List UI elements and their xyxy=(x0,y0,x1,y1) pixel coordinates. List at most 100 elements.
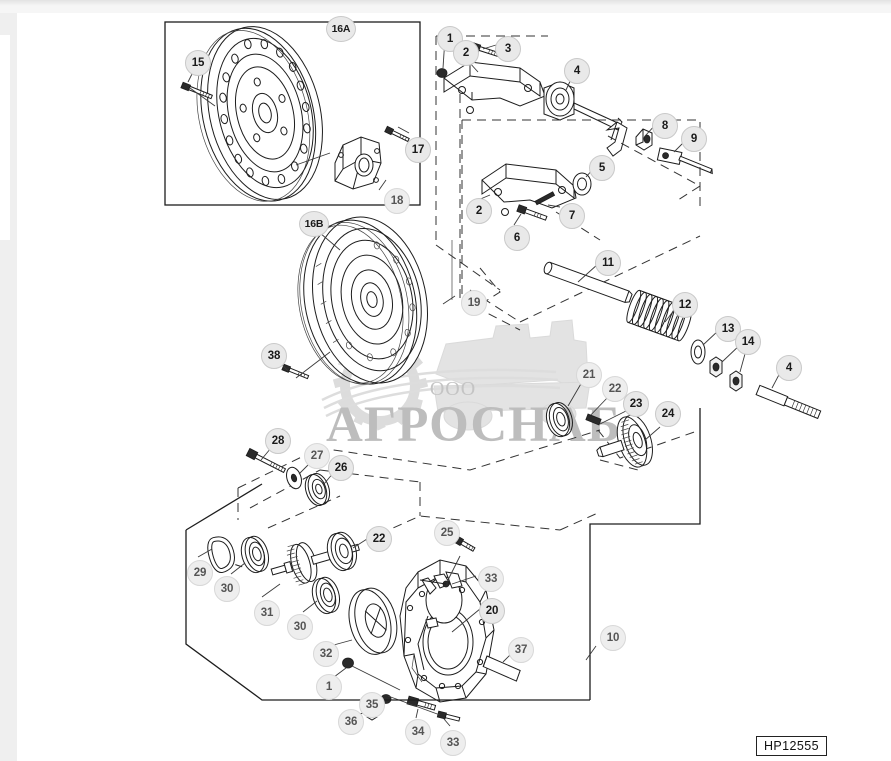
plate-32 xyxy=(348,587,398,655)
callout-bubble-28[interactable]: 28 xyxy=(265,428,291,454)
gear-housing-20 xyxy=(399,559,495,703)
leader-hub xyxy=(295,152,331,166)
callout-bubble-4[interactable]: 4 xyxy=(776,355,802,381)
inset-frame-16A xyxy=(164,21,421,206)
callout-bubble-10[interactable]: 10 xyxy=(600,625,626,651)
nut-1-bottom xyxy=(342,657,354,669)
callout-bubble-19[interactable]: 19 xyxy=(461,290,487,316)
callout-bubble-26[interactable]: 26 xyxy=(328,455,354,481)
callout-bubble-29[interactable]: 29 xyxy=(187,560,213,586)
callout-bubble-36[interactable]: 36 xyxy=(338,709,364,735)
leader-30b xyxy=(302,600,318,613)
leader-22-upper xyxy=(352,538,368,549)
leader-25b xyxy=(447,555,461,581)
callout-bubble-31[interactable]: 31 xyxy=(254,600,280,626)
flywheel-16B xyxy=(297,216,428,385)
callout-bubble-35[interactable]: 35 xyxy=(359,692,385,718)
leader-19 xyxy=(442,295,456,305)
callout-bubble-24[interactable]: 24 xyxy=(655,401,681,427)
callout-bubble-15[interactable]: 15 xyxy=(185,50,211,76)
leader-31 xyxy=(261,583,281,598)
leader-33-upper xyxy=(451,575,477,585)
leader-11 xyxy=(577,263,599,283)
key-37 xyxy=(482,655,521,682)
idler-pulley-4 xyxy=(543,81,623,131)
leader-7 xyxy=(547,204,561,208)
flywheel-16A xyxy=(196,26,323,202)
bolt-15 xyxy=(180,81,213,100)
washer-27 xyxy=(286,466,302,490)
callout-bubble-16A[interactable]: 16A xyxy=(326,16,356,42)
callout-bubble-30[interactable]: 30 xyxy=(214,576,240,602)
callout-bubble-1[interactable]: 1 xyxy=(316,674,342,700)
leader-21 xyxy=(567,381,583,407)
leader-33-bottom xyxy=(443,718,451,727)
leader-16B xyxy=(319,232,341,251)
callout-bubble-37[interactable]: 37 xyxy=(508,637,534,663)
washer-13 xyxy=(690,339,706,365)
rod-4-right xyxy=(755,384,822,420)
callout-bubble-21[interactable]: 21 xyxy=(576,362,602,388)
nut-1-top xyxy=(436,68,448,78)
callout-bubble-7[interactable]: 7 xyxy=(559,203,585,229)
callout-bubble-5[interactable]: 5 xyxy=(589,155,615,181)
bolt-33-bottom xyxy=(436,710,461,722)
callout-bubble-30[interactable]: 30 xyxy=(287,614,313,640)
callout-bubble-12[interactable]: 12 xyxy=(672,292,698,318)
bearing-30a xyxy=(240,535,270,574)
callout-bubble-4[interactable]: 4 xyxy=(564,58,590,84)
bolt-17 xyxy=(384,125,410,143)
callout-bubble-1[interactable]: 1 xyxy=(437,26,463,52)
leader-6 xyxy=(513,213,522,226)
leader-23 xyxy=(599,409,629,425)
leader-15b xyxy=(189,87,216,107)
leader-30a xyxy=(230,562,246,575)
callout-bubble-20[interactable]: 20 xyxy=(479,598,505,624)
callout-bubble-22[interactable]: 22 xyxy=(366,526,392,552)
washer-5 xyxy=(572,172,592,196)
callout-bubble-18[interactable]: 18 xyxy=(384,188,410,214)
bolt-38 xyxy=(281,363,310,380)
bearing-21 xyxy=(545,402,573,438)
callout-bubble-23[interactable]: 23 xyxy=(623,391,649,417)
callout-bubble-33[interactable]: 33 xyxy=(478,566,504,592)
callout-bubble-38[interactable]: 38 xyxy=(261,343,287,369)
callout-bubble-25[interactable]: 25 xyxy=(434,520,460,546)
callout-bubble-8[interactable]: 8 xyxy=(652,113,678,139)
group-frame-bottom-left xyxy=(185,483,590,701)
callout-bubble-16B[interactable]: 16B xyxy=(299,211,329,237)
bearing-30b xyxy=(311,576,341,615)
callout-bubble-27[interactable]: 27 xyxy=(304,443,330,469)
leader-24 xyxy=(644,426,661,441)
callout-bubble-9[interactable]: 9 xyxy=(681,126,707,152)
callout-bubble-3[interactable]: 3 xyxy=(495,36,521,62)
nut-14a xyxy=(709,356,723,378)
link-9 xyxy=(656,147,713,175)
leader-1b xyxy=(351,665,401,691)
part-number-label: HP12555 xyxy=(756,736,827,756)
pin-7 xyxy=(534,191,556,206)
bolt-34 xyxy=(406,695,437,711)
callout-bubble-2[interactable]: 2 xyxy=(453,40,479,66)
key-23 xyxy=(585,413,602,426)
callout-bubble-34[interactable]: 34 xyxy=(405,719,431,745)
leader-29 xyxy=(197,548,213,558)
shaft-11 xyxy=(543,261,633,304)
nut-14b xyxy=(729,370,743,392)
page-left-margin-notch xyxy=(0,35,10,240)
callout-bubble-14[interactable]: 14 xyxy=(735,329,761,355)
bolt-28 xyxy=(245,447,287,474)
bracket-assembly-2-upper xyxy=(443,61,546,114)
callout-bubble-2[interactable]: 2 xyxy=(466,198,492,224)
page-top-chrome-strip-2 xyxy=(0,6,891,13)
bearing-22-upper xyxy=(326,531,358,572)
callout-bubble-32[interactable]: 32 xyxy=(313,641,339,667)
callout-bubble-33[interactable]: 33 xyxy=(440,730,466,756)
callout-bubble-11[interactable]: 11 xyxy=(595,250,621,276)
callout-bubble-17[interactable]: 17 xyxy=(405,137,431,163)
hub-18 xyxy=(334,136,382,190)
callout-bubble-6[interactable]: 6 xyxy=(504,225,530,251)
gear-24 xyxy=(596,414,653,468)
